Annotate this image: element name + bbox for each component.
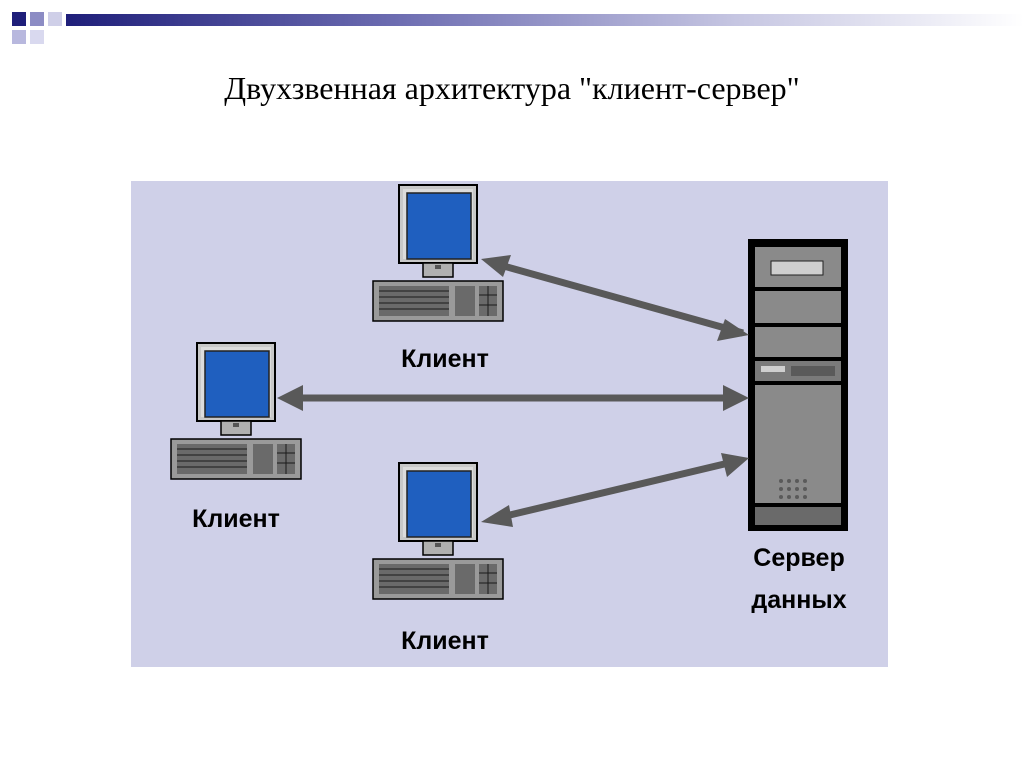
server-label-line1: Сервер [753, 544, 845, 572]
decor-square [12, 30, 26, 44]
client-label-top: Клиент [401, 345, 489, 373]
decor-square [30, 30, 44, 44]
header-gradient-bar [66, 14, 1024, 26]
client-computer-icon-left [170, 342, 302, 480]
server-tower-icon [748, 239, 848, 531]
slide-title: Двухзвенная архитектура "клиент-сервер" [224, 70, 800, 106]
client-label-left: Клиент [192, 505, 280, 533]
decor-square [48, 12, 62, 26]
decor-square [12, 12, 26, 26]
server-label-line2: данных [751, 586, 847, 614]
decor-square [30, 12, 44, 26]
diagram-graphics [170, 184, 848, 600]
double-arrow-icon-middle [277, 385, 749, 411]
client-computer-icon-bottom [372, 462, 504, 600]
client-server-diagram: Клиент Клиент Клиент Сервер данных [131, 181, 888, 667]
double-arrow-icon-bottom [481, 453, 749, 527]
slide-header-decoration [0, 0, 1024, 60]
client-label-bottom: Клиент [401, 627, 489, 655]
double-arrow-icon-top [481, 255, 749, 341]
client-computer-icon-top [372, 184, 504, 322]
